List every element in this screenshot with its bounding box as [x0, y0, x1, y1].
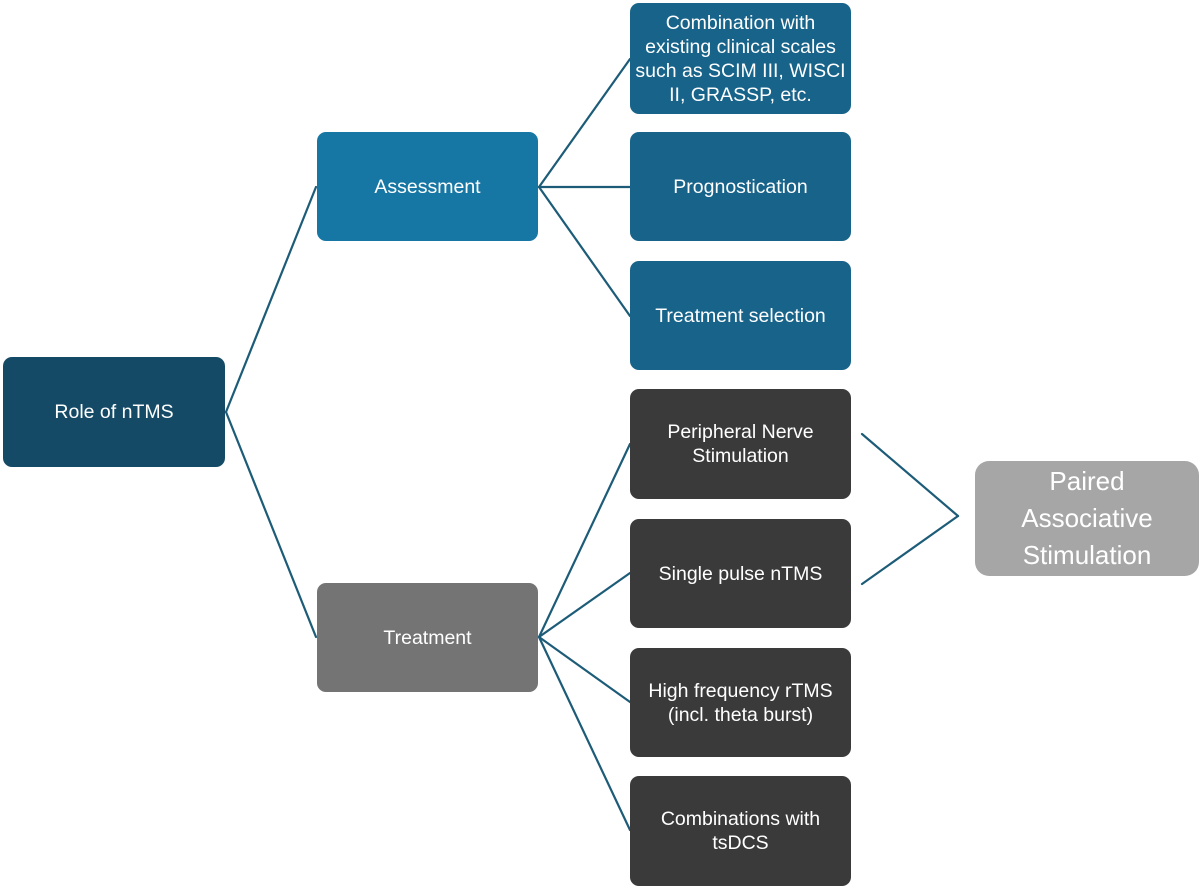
paired-associative-stimulation-node: Paired Associative Stimulation: [975, 461, 1199, 576]
connector-root-assessment: [224, 185, 318, 414]
root-label: Role of nTMS: [54, 401, 174, 423]
connector-assessment-selection: [537, 185, 632, 318]
assessment-node: Assessment: [317, 132, 538, 241]
single-pulse-label: Single pulse nTMS: [658, 562, 823, 585]
clinical-scales-node: Combination with existing clinical scale…: [630, 3, 851, 114]
treatment-label: Treatment: [383, 626, 472, 649]
prognostication-label: Prognostication: [673, 175, 808, 198]
tsdcs-combinations-label: Combinations with tsDCS: [660, 808, 821, 854]
prognostication-node: Prognostication: [630, 132, 851, 241]
connector-treatment-single-pulse: [537, 571, 632, 639]
treatment-selection-label: Treatment selection: [655, 304, 826, 327]
connector-root-treatment: [224, 410, 318, 639]
high-frequency-rtms-node: High frequency rTMS (incl. theta burst): [630, 648, 851, 757]
peripheral-nerve-stimulation-label: Peripheral Nerve Stimulation: [667, 421, 814, 467]
treatment-node: Treatment: [317, 583, 538, 692]
connector-assessment-scales: [537, 57, 632, 189]
connector-single-pulse-pas: [860, 514, 960, 586]
assessment-label: Assessment: [374, 175, 481, 198]
root-node: Role of nTMS: [3, 357, 225, 467]
paired-associative-stimulation-label: Paired Associative Stimulation: [1021, 466, 1153, 570]
connector-treatment-rtms: [537, 635, 632, 704]
high-frequency-rtms-label: High frequency rTMS (incl. theta burst): [648, 679, 833, 726]
tsdcs-combinations-node: Combinations with tsDCS: [630, 776, 851, 886]
clinical-scales-label: Combination with existing clinical scale…: [635, 11, 846, 106]
peripheral-nerve-stimulation-node: Peripheral Nerve Stimulation: [630, 389, 851, 499]
connector-treatment-tsdcs: [537, 635, 632, 832]
connector-treatment-pns: [537, 442, 632, 639]
single-pulse-nodes-node: Single pulse nTMS: [630, 519, 851, 628]
treatment-selection-node: Treatment selection: [630, 261, 851, 370]
connector-pns-pas: [860, 432, 960, 518]
